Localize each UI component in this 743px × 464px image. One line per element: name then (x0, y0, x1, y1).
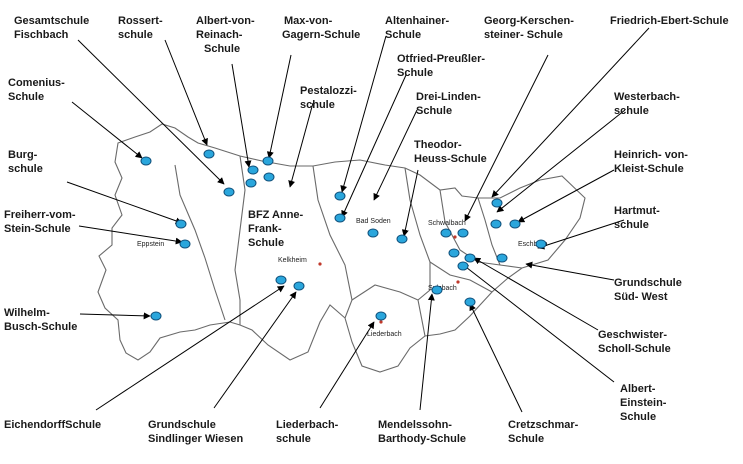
town-sulzbach: Sulzbach (428, 285, 457, 292)
town-dot-liederbach (379, 320, 383, 324)
border-sulzbach (429, 261, 493, 293)
town-dot-schwalbach (453, 235, 457, 239)
school-marker-otfried-preussler[interactable] (334, 213, 346, 223)
school-marker-sulzbach-2[interactable] (457, 261, 469, 271)
school-marker-grundschule-sued-west[interactable] (496, 253, 508, 263)
border-liederbach (351, 284, 426, 337)
school-marker-theodor-heuss[interactable] (396, 234, 408, 244)
school-marker-comenius[interactable] (140, 156, 152, 166)
school-marker-liederbach[interactable] (375, 311, 387, 321)
school-marker-hartmut[interactable] (535, 239, 547, 249)
label-geschwister-scholl: Geschwister-Scholl-Schule (598, 329, 671, 355)
label-georg-kerschensteiner: Georg-Kerschen-steiner- Schule (484, 15, 574, 41)
label-hartmut: Hartmut-schule (614, 205, 660, 231)
town-dot-kelkheim (318, 262, 322, 266)
town-eschborn: Eschborn (518, 241, 548, 248)
label-burg: Burg-schule (8, 149, 43, 175)
label-otfried-preussler: Otfried-Preußler-Schule (397, 53, 485, 79)
label-wilhelm-busch: Wilhelm-Busch-Schule (4, 307, 77, 333)
label-eichendorff: EichendorffSchule (4, 419, 101, 431)
label-albert-von-reinach: Albert-von-Reinach-Schule (196, 15, 255, 55)
school-marker-gesamtschule-fischbach[interactable] (223, 187, 235, 197)
school-marker-bfz-anne-frank[interactable] (247, 165, 259, 175)
label-freiherr-vom-stein: Freiherr-vom-Stein-Schule (4, 209, 76, 235)
town-schwalbach: Schwalbach (428, 220, 466, 227)
school-marker-heinrich-von-kleist[interactable] (509, 219, 521, 229)
school-marker-pestalozzi[interactable] (263, 172, 275, 182)
school-marker-geschwister-scholl[interactable] (464, 253, 476, 263)
school-marker-max-von-gagern[interactable] (262, 156, 274, 166)
school-marker-freiherr-vom-stein[interactable] (179, 239, 191, 249)
school-marker-burg[interactable] (175, 219, 187, 229)
school-marker-westerbach[interactable] (490, 219, 502, 229)
town-dot-sulzbach (456, 280, 460, 284)
label-max-von-gagern: Max-von-Gagern-Schule (282, 15, 360, 41)
label-theodor-heuss: Theodor-Heuss-Schule (414, 139, 487, 165)
school-marker-cretzschmar[interactable] (464, 297, 476, 307)
school-marker-albert-einstein[interactable] (448, 248, 460, 258)
school-marker-rossert[interactable] (203, 149, 215, 159)
border-badsoden (404, 167, 431, 301)
school-marker-friedrich-ebert[interactable] (491, 198, 503, 208)
label-heinrich-von-kleist: Heinrich- von-Kleist-Schule (614, 149, 688, 175)
school-marker-schwalbach-1[interactable] (440, 228, 452, 238)
label-mendelssohn: Mendelssohn-Barthody-Schule (378, 419, 466, 445)
border-eschborn (477, 197, 501, 266)
border-eppstein (174, 164, 226, 321)
school-marker-grundschule-sindlinger[interactable] (293, 281, 305, 291)
label-altenhainer: Altenhainer-Schule (385, 15, 450, 41)
school-marker-mendelssohn[interactable] (431, 285, 443, 295)
leader-lines (66, 27, 650, 413)
border-kelkheim-east (312, 165, 353, 319)
school-marker-altenhainer[interactable] (334, 191, 346, 201)
school-marker-drei-linden[interactable] (367, 228, 379, 238)
school-markers (140, 149, 547, 321)
label-bfz-anne-frank: BFZ Anne-Frank-Schule (248, 209, 304, 249)
label-friedrich-ebert: Friedrich-Ebert-Schule (610, 15, 729, 27)
school-marker-eichendorff[interactable] (275, 275, 287, 285)
school-marker-albert-von-reinach[interactable] (245, 178, 257, 188)
town-bad-soden: Bad Soden (356, 218, 391, 225)
town-kelkheim: Kelkheim (278, 257, 307, 264)
border-kelkheim-west (234, 155, 246, 325)
label-westerbach: Westerbach-schule (614, 91, 680, 117)
school-marker-wilhelm-busch[interactable] (150, 311, 162, 321)
label-drei-linden: Drei-Linden-Schule (416, 91, 481, 117)
label-albert-einstein: Albert-Einstein-Schule (620, 383, 667, 423)
label-pestalozzi: Pestalozzi-schule (300, 85, 357, 111)
label-rossert: Rossert-schule (118, 15, 163, 41)
label-comenius: Comenius-Schule (8, 77, 65, 103)
label-cretzschmar: Cretzschmar-Schule (508, 419, 579, 445)
town-liederbach: Liederbach (367, 331, 402, 338)
school-marker-georg-kerschensteiner[interactable] (457, 228, 469, 238)
district-outline (97, 123, 586, 373)
town-eppstein: Eppstein (137, 241, 164, 248)
label-liederbach: Liederbach-schule (276, 419, 339, 445)
